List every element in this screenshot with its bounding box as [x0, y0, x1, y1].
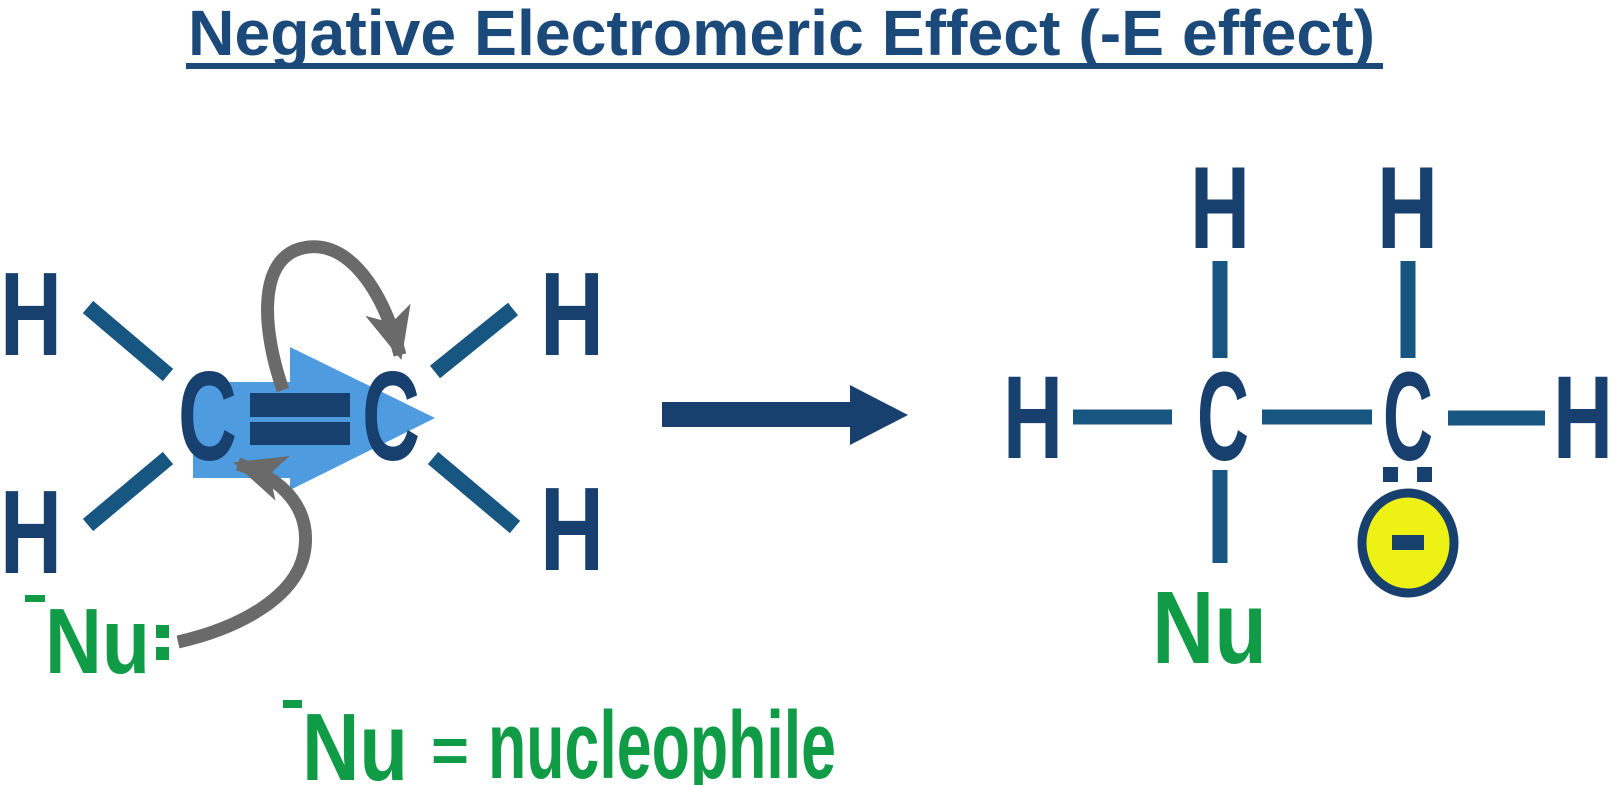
reaction-arrow	[662, 385, 908, 445]
bond-c1-h-top-left	[82, 300, 174, 382]
atom-h-above-c1: H	[1190, 142, 1250, 273]
atom-h-above-c2: H	[1377, 142, 1438, 273]
title-underline	[186, 63, 1383, 69]
reactant-ethylene: H H H H C C Nu	[0, 240, 604, 693]
double-bond-bar-top	[250, 393, 350, 417]
legend-definition-text: nucleophile	[488, 692, 836, 785]
atom-c2: C	[1383, 346, 1433, 487]
legend-nu-label: Nu	[302, 694, 408, 785]
product-nucleophile-label: Nu	[1152, 570, 1267, 685]
atom-c-left: C	[178, 345, 237, 487]
atom-h-bottom-left: H	[0, 466, 62, 599]
double-bond-bar-bottom	[250, 422, 350, 445]
pi-bond-shift-curved-arrow	[261, 240, 411, 393]
nucleophile-label: Nu	[45, 589, 150, 693]
negative-charge-minus	[1392, 535, 1424, 550]
product-carbanion: H H H C C H Nu	[1003, 142, 1613, 685]
lone-pair-dot-bottom	[156, 647, 169, 660]
atom-c1: C	[1197, 346, 1249, 487]
nucleophile-charge-minus	[25, 595, 45, 602]
atom-h-top-left: H	[0, 248, 62, 381]
atom-c-right: C	[362, 345, 420, 487]
legend: Nu = nucleophile	[283, 692, 836, 785]
carbanion-lone-pair-dot-left	[1383, 467, 1398, 482]
atom-h-chain-left: H	[1003, 352, 1063, 484]
atom-h-bottom-right: H	[540, 463, 604, 596]
lone-pair-dot-top	[156, 625, 169, 638]
bond-c2-h-bottom-right	[427, 451, 521, 534]
atom-h-top-right: H	[540, 248, 604, 381]
bond-c1-h-bottom-left	[82, 451, 174, 532]
pi-electron-shift-arrow	[193, 347, 435, 490]
atom-h-chain-right: H	[1553, 352, 1613, 484]
legend-equals-sign: =	[431, 714, 469, 785]
nucleophile-attack-curved-arrow	[176, 456, 312, 649]
legend-charge-minus	[283, 700, 302, 708]
bond-c2-h-top-right	[429, 302, 519, 379]
carbanion-lone-pair-dot-right	[1417, 467, 1432, 482]
page-title: Negative Electromeric Effect (-E effect)	[188, 0, 1375, 69]
